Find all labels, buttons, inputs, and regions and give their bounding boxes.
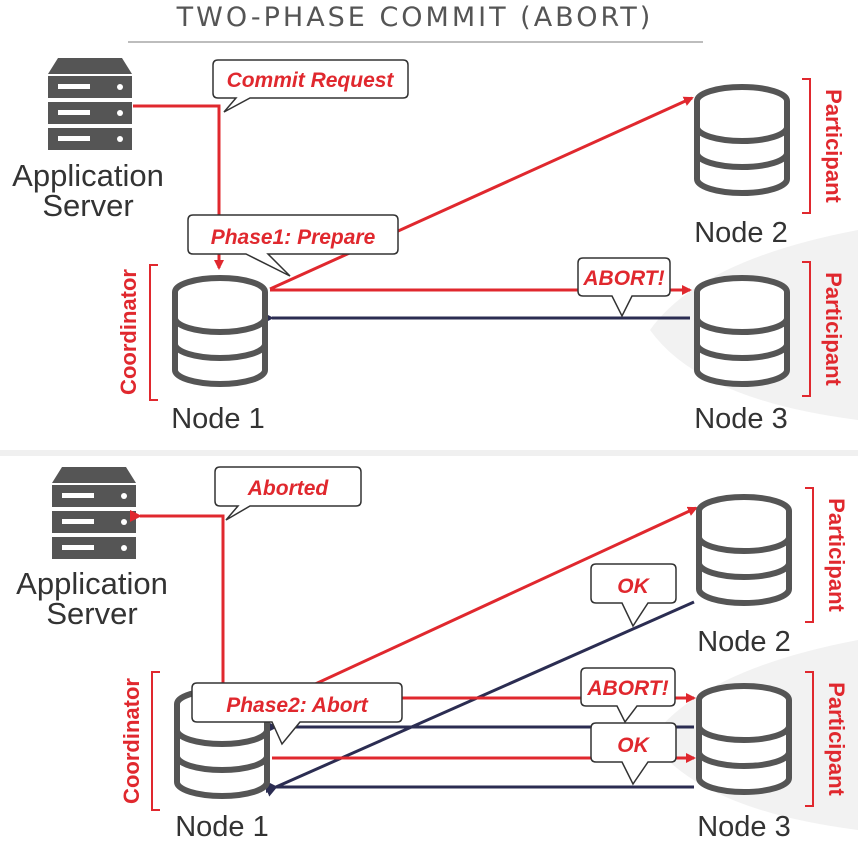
callout-ok-node2: OK: [590, 563, 677, 628]
panel-divider: [0, 450, 858, 456]
node2-label: Node 2: [697, 626, 791, 658]
node3-label: Node 3: [694, 403, 788, 435]
application-server-label-line2: Server: [46, 596, 137, 631]
node2-database-icon: [699, 497, 789, 603]
coordinator-bracket: [149, 264, 158, 401]
title-divider: [128, 41, 703, 43]
node2-label: Node 2: [694, 217, 788, 249]
node2-database-icon: [697, 87, 787, 193]
node3-database-icon: [697, 278, 787, 384]
aborted-arrow: [130, 510, 225, 690]
panel-abort: Application Server Node 1 Node 2 Node 3 …: [16, 466, 849, 843]
coordinator-label: Coordinator: [116, 269, 141, 395]
phase1-prepare-text: Phase1: Prepare: [211, 226, 376, 249]
callout-abort-vote: ABORT!: [580, 667, 676, 724]
callout-abort-vote: ABORT!: [577, 257, 671, 318]
participant-bracket-node2: [802, 78, 811, 214]
application-server-label-line1: Application: [12, 158, 164, 193]
callout-phase2-abort: Phase2: Abort: [191, 682, 403, 746]
commit-request-text: Commit Request: [227, 69, 395, 92]
participant-label-node3: Participant: [824, 682, 849, 796]
participant-label-node3: Participant: [821, 272, 846, 386]
callout-aborted: Aborted: [214, 466, 362, 521]
callout-commit-request: Commit Request: [212, 59, 409, 113]
node1-label: Node 1: [175, 811, 269, 843]
coordinator-bracket: [151, 671, 160, 811]
node3-label: Node 3: [697, 811, 791, 843]
node1-database-icon: [175, 278, 265, 384]
callout-phase1-prepare: Phase1: Prepare: [187, 214, 399, 277]
ok-arrow-node2: [264, 600, 695, 797]
server-icon: [52, 467, 136, 559]
panel-prepare: Application Server Node 1 Node 2 Node 3 …: [12, 58, 846, 435]
ok-node3-text: OK: [617, 734, 650, 757]
callout-ok-node3: OK: [590, 722, 677, 786]
application-server-label-line1: Application: [16, 566, 168, 601]
node1-label: Node 1: [171, 403, 265, 435]
server-icon: [48, 58, 132, 150]
participant-bracket-node3: [802, 261, 811, 397]
abort-vote-text: ABORT!: [586, 677, 668, 700]
page-title: TWO-PHASE COMMIT (ABORT): [176, 2, 654, 33]
phase2-abort-text: Phase2: Abort: [226, 694, 369, 717]
application-server-label-line2: Server: [42, 188, 133, 223]
aborted-text: Aborted: [247, 477, 330, 500]
participant-label-node2: Participant: [821, 89, 846, 203]
abort-vote-text: ABORT!: [582, 267, 664, 290]
commit-request-arrow: [133, 104, 224, 270]
prepare-arrow-node2: [269, 96, 694, 291]
abort-arrow-node2: [271, 506, 698, 706]
participant-label-node2: Participant: [824, 498, 849, 612]
coordinator-label: Coordinator: [119, 678, 144, 804]
participant-bracket-node2: [805, 487, 814, 623]
ok-node2-text: OK: [617, 575, 650, 598]
participant-bracket-node3: [805, 671, 814, 807]
node3-database-icon: [699, 686, 789, 792]
